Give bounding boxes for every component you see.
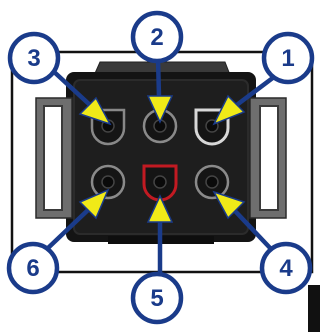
- arrow-3-head-icon: [78, 96, 112, 126]
- callout-6-label: 6: [26, 255, 39, 282]
- right-latch: [249, 97, 287, 219]
- callouts: 3 2 1 6 5 4: [6, 10, 315, 325]
- callout-3: 3: [7, 31, 61, 85]
- callout-3-label: 3: [27, 45, 40, 72]
- callout-4-label: 4: [279, 255, 293, 282]
- callout-arrows: [45, 55, 281, 275]
- callout-4: 4: [259, 241, 313, 295]
- callout-2: 2: [130, 10, 184, 64]
- callout-1-label: 1: [281, 45, 294, 72]
- arrow-4-head-icon: [212, 190, 246, 220]
- callout-6: 6: [6, 241, 60, 295]
- arrow-2-head-icon: [146, 95, 174, 124]
- arrow-1-head-icon: [212, 94, 246, 126]
- pin-6-cavity: [90, 164, 126, 200]
- callout-2-label: 2: [150, 24, 163, 51]
- left-latch: [35, 97, 73, 219]
- callout-5: 5: [130, 271, 184, 325]
- arrow-5-head-icon: [146, 194, 174, 223]
- pin-4-cavity: [194, 164, 230, 200]
- callout-1: 1: [261, 31, 315, 85]
- arrow-6-head-icon: [78, 188, 110, 220]
- callout-5-label: 5: [150, 285, 163, 312]
